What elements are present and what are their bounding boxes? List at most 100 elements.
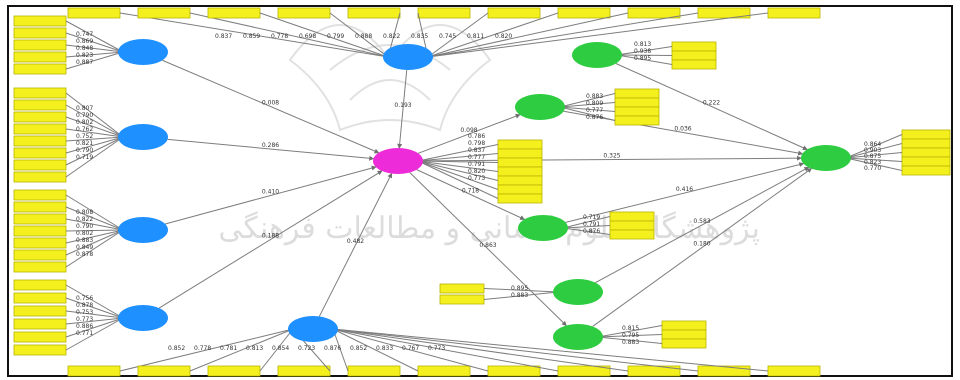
indicator-link-bottom-1 (119, 328, 294, 372)
indicator-box-bottom-7 (487, 365, 541, 377)
indicator-link-ex1-1 (65, 20, 124, 53)
indicator-box-ex3-2 (13, 201, 67, 213)
indicator-box-ex2-7 (13, 159, 67, 171)
loading-ex2-1: 0.807 (76, 105, 93, 112)
loading-ex4-5: 0.886 (76, 323, 93, 330)
path-coefficient-g4-final: 0.583 (693, 218, 710, 225)
indicator-box-mediator-3 (497, 157, 543, 168)
indicator-link-bottom-8 (332, 328, 559, 372)
indicator-link-ex2-4 (65, 128, 124, 138)
indicator-layer: 0.7470.8690.8480.8230.8870.8070.7900.802… (13, 7, 951, 377)
loading-bottom-7: 0.876 (324, 345, 341, 352)
loading-ex4-3: 0.753 (76, 309, 93, 316)
indicator-box-g3-1 (609, 211, 655, 222)
loading-top-10: 0.811 (467, 33, 484, 40)
loading-top-7: 0.822 (383, 33, 400, 40)
path-coefficient-ex1-mediator: 0.008 (262, 100, 279, 107)
construct-top (383, 44, 433, 70)
path-arrow-mediator-g5 (409, 172, 567, 327)
loading-g3-1: 0.719 (583, 214, 600, 221)
indicator-box-bottom-11 (767, 365, 821, 377)
indicator-link-top-11 (427, 12, 769, 58)
path-arrow-mediator-g2 (418, 113, 521, 154)
indicator-box-g2-3 (614, 106, 660, 117)
indicator-box-ex1-1 (13, 15, 67, 27)
indicator-link-g4-2 (483, 291, 559, 300)
indicator-box-ex3-3 (13, 213, 67, 225)
loading-final-3: 0.875 (864, 153, 881, 160)
construct-g5 (553, 324, 603, 350)
indicator-box-top-9 (627, 7, 681, 19)
path-coefficient-g1-final: 0.222 (703, 100, 720, 107)
indicator-link-g5-3 (597, 336, 663, 344)
indicator-link-ex3-7 (65, 229, 124, 268)
indicator-box-top-3 (207, 7, 261, 19)
construct-ex2 (118, 124, 168, 150)
path-arrow-ex4-mediator (158, 170, 383, 309)
indicator-box-g3-3 (609, 229, 655, 240)
indicator-link-g3-2 (562, 225, 611, 229)
indicator-box-ex2-5 (13, 135, 67, 147)
construct-ex3 (118, 217, 168, 243)
indicator-box-ex4-5 (13, 331, 67, 343)
loading-top-3: 0.778 (271, 33, 288, 40)
path-arrow-ex3-mediator (165, 165, 377, 225)
path-arrow-mediator-final (422, 155, 802, 162)
indicator-box-top-6 (417, 7, 471, 19)
indicator-box-ex3-1 (13, 189, 67, 201)
edge-layer (158, 59, 813, 327)
path-coefficient-ex2-mediator: 0.286 (262, 142, 279, 149)
indicator-link-mediator-5 (417, 160, 499, 181)
path-coefficient-ex4-mediator: 0.188 (262, 233, 279, 240)
indicator-link-ex2-7 (65, 136, 124, 166)
indicator-link-ex4-3 (65, 310, 124, 319)
indicator-box-top-5 (347, 7, 401, 19)
indicator-box-g1-3 (671, 59, 717, 70)
indicator-link-ex2-1 (65, 92, 124, 138)
loading-bottom-4: 0.813 (246, 345, 263, 352)
path-arrow-bottom-mediator (318, 172, 393, 317)
indicator-link-g1-2 (616, 54, 673, 56)
indicator-box-g1-2 (671, 50, 717, 61)
loading-g5-2: 0.795 (622, 332, 639, 339)
loading-mediator-6: 0.820 (468, 168, 485, 175)
indicator-box-ex2-3 (13, 111, 67, 123)
loading-final-4: 0.823 (864, 159, 881, 166)
indicator-link-mediator-1 (417, 144, 499, 162)
indicator-box-ex2-4 (13, 123, 67, 135)
indicator-box-ex4-1 (13, 279, 67, 291)
indicator-link-final-4 (845, 157, 903, 162)
loading-ex3-5: 0.883 (76, 237, 93, 244)
loading-bottom-8: 0.852 (350, 345, 367, 352)
indicator-link-ex1-2 (65, 32, 124, 53)
loading-top-5: 0.799 (327, 33, 344, 40)
path-coefficient-mediator-g5: 0.863 (479, 242, 496, 249)
watermark-emblem (288, 24, 492, 132)
indicator-link-g2-1 (559, 93, 616, 108)
loading-g1-3: 0.895 (634, 55, 651, 62)
indicator-link-bottom-6 (332, 328, 419, 372)
indicator-link-g2-3 (559, 106, 616, 112)
path-coefficient-ex3-mediator: 0.410 (262, 189, 279, 196)
path-coefficient-mediator-g3: 0.718 (462, 188, 479, 195)
path-coefficient-mediator-g2: 0.098 (460, 127, 477, 134)
indicator-box-top-8 (557, 7, 611, 19)
indicator-link-ex3-2 (65, 206, 124, 231)
path-arrow-top-mediator (397, 69, 408, 149)
indicator-box-g4-1 (439, 283, 485, 294)
path-coefficient-g3-final: 0.416 (676, 186, 693, 193)
indicator-link-final-2 (845, 143, 903, 159)
indicator-box-g2-2 (614, 97, 660, 108)
indicator-link-top-1 (119, 12, 389, 58)
indicator-link-g5-2 (597, 334, 663, 338)
loading-bottom-9: 0.833 (376, 345, 393, 352)
indicator-box-top-4 (277, 7, 331, 19)
loading-final-2: 0.903 (864, 147, 881, 154)
loading-bottom-2: 0.778 (194, 345, 211, 352)
indicator-box-mediator-5 (497, 175, 543, 186)
indicator-link-top-7 (427, 12, 489, 58)
indicator-link-bottom-3 (259, 328, 294, 372)
construct-mediator (373, 148, 423, 174)
loading-bottom-1: 0.852 (168, 345, 185, 352)
